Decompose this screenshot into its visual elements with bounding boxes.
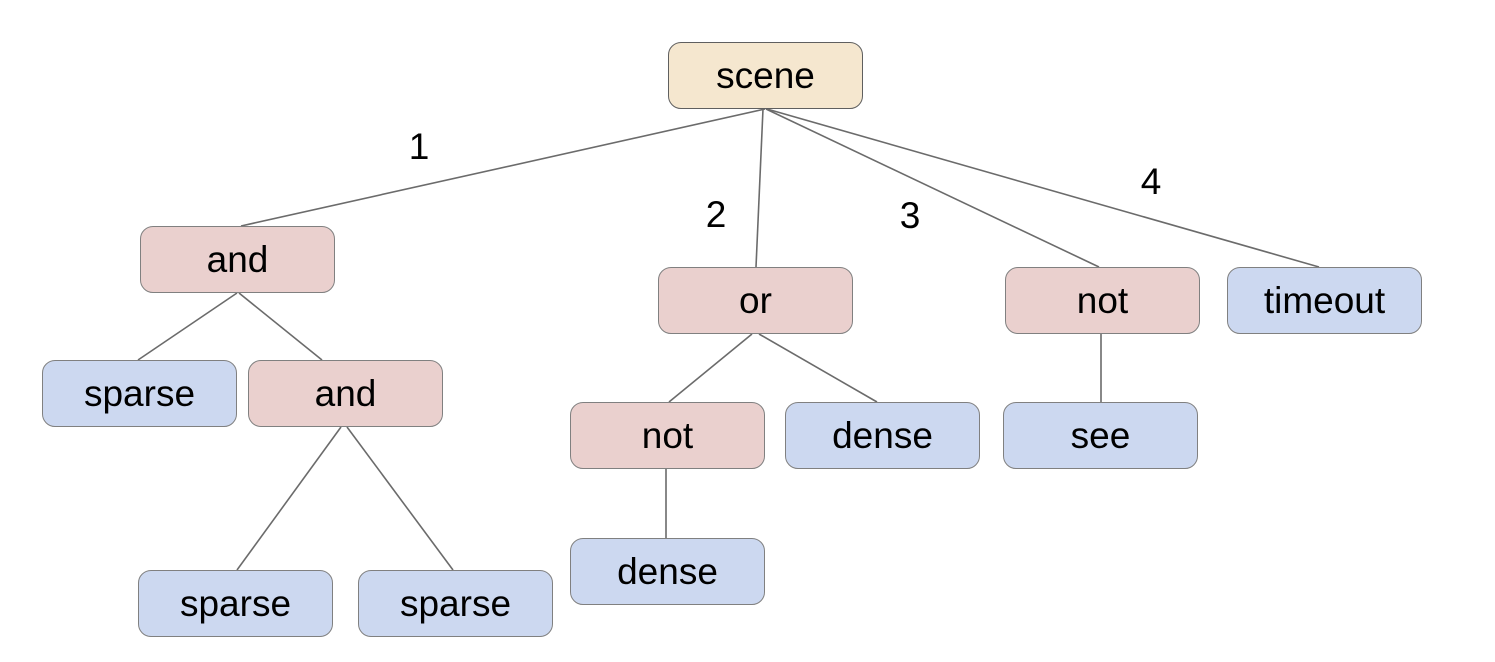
edge-label-3: 3 [900, 195, 921, 236]
edge-scene-or [755, 108, 764, 268]
node-not-1: not [1005, 267, 1200, 334]
node-scene: scene [668, 42, 863, 109]
node-not-2: not [570, 402, 765, 469]
edge-scene-timeout [766, 108, 1320, 268]
node-or: or [658, 267, 853, 334]
edge-label-1: 1 [409, 126, 430, 167]
node-sparse-3: sparse [358, 570, 553, 637]
edge-label-4: 4 [1141, 161, 1162, 202]
node-sparse-1: sparse [42, 360, 237, 427]
edge-or-not2 [668, 333, 753, 403]
edge-scene-and [240, 108, 766, 227]
edge-and2-sparse2 [236, 426, 342, 571]
edge-and1-and2 [238, 292, 323, 361]
edge-and2-sparse3 [346, 426, 454, 571]
node-dense-1: dense [785, 402, 980, 469]
node-timeout: timeout [1227, 267, 1422, 334]
node-and-1: and [140, 226, 335, 293]
node-and-2: and [248, 360, 443, 427]
edge-and1-sparse1 [137, 292, 238, 361]
edge-or-dense1 [758, 333, 878, 403]
node-dense-2: dense [570, 538, 765, 605]
edge-scene-not [765, 108, 1100, 268]
node-sparse-2: sparse [138, 570, 333, 637]
node-see: see [1003, 402, 1198, 469]
edge-label-2: 2 [706, 194, 727, 235]
